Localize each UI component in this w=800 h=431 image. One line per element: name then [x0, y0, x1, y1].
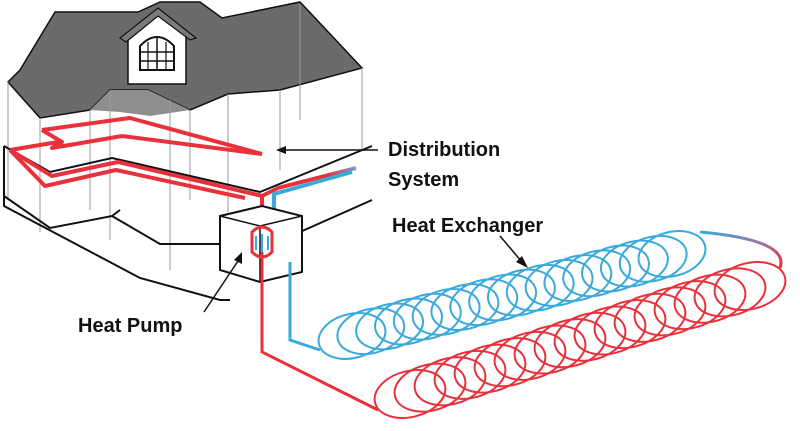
coil-loop: [336, 307, 406, 356]
dormer-roof: [118, 7, 198, 43]
heat-exchanger-pointer-head: [516, 256, 528, 268]
coil-loop: [433, 349, 507, 400]
distribution-pointer-head: [276, 146, 286, 154]
coil-loop: [392, 292, 462, 341]
supply-pipe-to-exchanger: [260, 252, 379, 412]
coil-loop: [513, 324, 587, 375]
roof-shade: [90, 90, 190, 116]
heat-exchanger-connector: [699, 230, 783, 269]
coil-loop: [618, 234, 688, 283]
distribution-to-pump-pipe: [261, 166, 357, 198]
coil-loop: [430, 283, 500, 331]
coil-loop: [613, 292, 687, 343]
heat-pump-label: Heat Pump: [78, 315, 182, 337]
coil-loop: [468, 273, 538, 322]
dormer-window: [139, 36, 175, 71]
coil-loop: [486, 268, 556, 317]
coil-loop: [374, 297, 443, 346]
house: [3, 1, 373, 301]
coil-loop: [553, 311, 627, 362]
heat-exchanger-blue-coils: [317, 230, 707, 360]
coil-loop: [505, 263, 575, 312]
coil-loop: [453, 343, 527, 394]
heat-exchanger-label: Heat Exchanger: [392, 215, 543, 237]
heat-exchanger-red-coils: [373, 261, 787, 419]
coil-loop: [413, 356, 487, 407]
house-wall-lines: [7, 4, 363, 270]
coil-loop: [693, 267, 767, 318]
coil-loop: [713, 261, 787, 311]
distribution-label-line1: Distribution: [388, 139, 500, 161]
coil-loop: [673, 273, 747, 324]
coil-loop: [449, 278, 519, 327]
coil-loop: [493, 330, 567, 381]
coil-loop: [637, 230, 707, 278]
coil-loop: [599, 239, 669, 288]
coil-loop: [633, 286, 707, 337]
distribution-label-line2: System: [388, 169, 459, 191]
coil-loop: [373, 369, 447, 419]
return-pipe-to-exchanger: [288, 262, 321, 352]
coil-loop: [524, 259, 594, 307]
coil-loop: [473, 337, 547, 388]
coil-loop: [393, 362, 467, 413]
coil-loop: [581, 244, 650, 293]
coil-loop: [573, 305, 647, 356]
heat-exchanger-pointer: [499, 235, 523, 263]
floor-outlines: [3, 145, 373, 301]
coil-loop: [355, 302, 425, 351]
coil-loop: [562, 249, 632, 298]
heat-pump-pointer: [203, 257, 241, 313]
coil-loop: [593, 299, 667, 350]
coil-loop: [317, 312, 387, 360]
coil-loop: [543, 254, 613, 302]
coil-loop: [411, 288, 481, 336]
coil-loop: [533, 318, 607, 369]
heat-pump-pointer-head: [234, 252, 242, 264]
coil-loop: [653, 280, 727, 331]
